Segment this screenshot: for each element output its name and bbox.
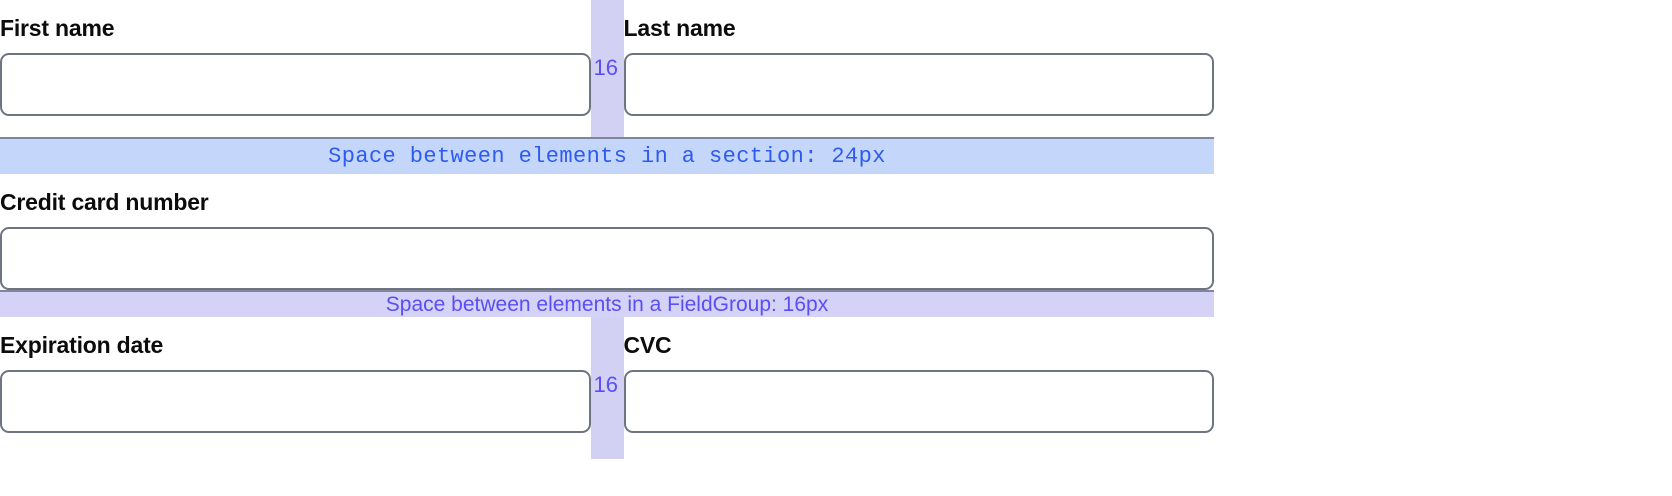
cvc-label: CVC [623,332,672,358]
name-field-row: First name 16 Last name [0,0,1214,137]
credit-card-number-label: Credit card number [0,189,209,215]
fieldgroup-spacing-annotation: Space between elements in a FieldGroup: … [0,290,1214,317]
expiry-cvc-field-row: Expiration date 16 CVC [0,317,1214,459]
expiration-date-input[interactable] [0,370,591,433]
expiration-date-field: Expiration date [0,317,591,459]
first-name-field: First name [0,0,591,137]
first-name-label: First name [0,15,115,41]
last-name-input[interactable] [623,53,1214,116]
gap-size-label-1: 16 [593,55,618,80]
horizontal-gap-highlight-2: 16 [590,317,624,459]
cvc-field: CVC [623,317,1214,459]
first-name-input[interactable] [0,53,591,116]
last-name-field: Last name [623,0,1214,137]
credit-card-field: Credit card number [0,174,1214,290]
expiration-date-label: Expiration date [0,332,164,358]
credit-card-field-row: Credit card number [0,174,1214,290]
gap-size-label-2: 16 [593,372,618,397]
cvc-input[interactable] [623,370,1214,433]
horizontal-gap-highlight-1: 16 [590,0,624,137]
payment-form: First name 16 Last name Space between el… [0,0,1214,459]
section-spacing-annotation: Space between elements in a section: 24p… [0,137,1214,174]
credit-card-number-input[interactable] [0,227,1214,290]
last-name-label: Last name [623,15,736,41]
